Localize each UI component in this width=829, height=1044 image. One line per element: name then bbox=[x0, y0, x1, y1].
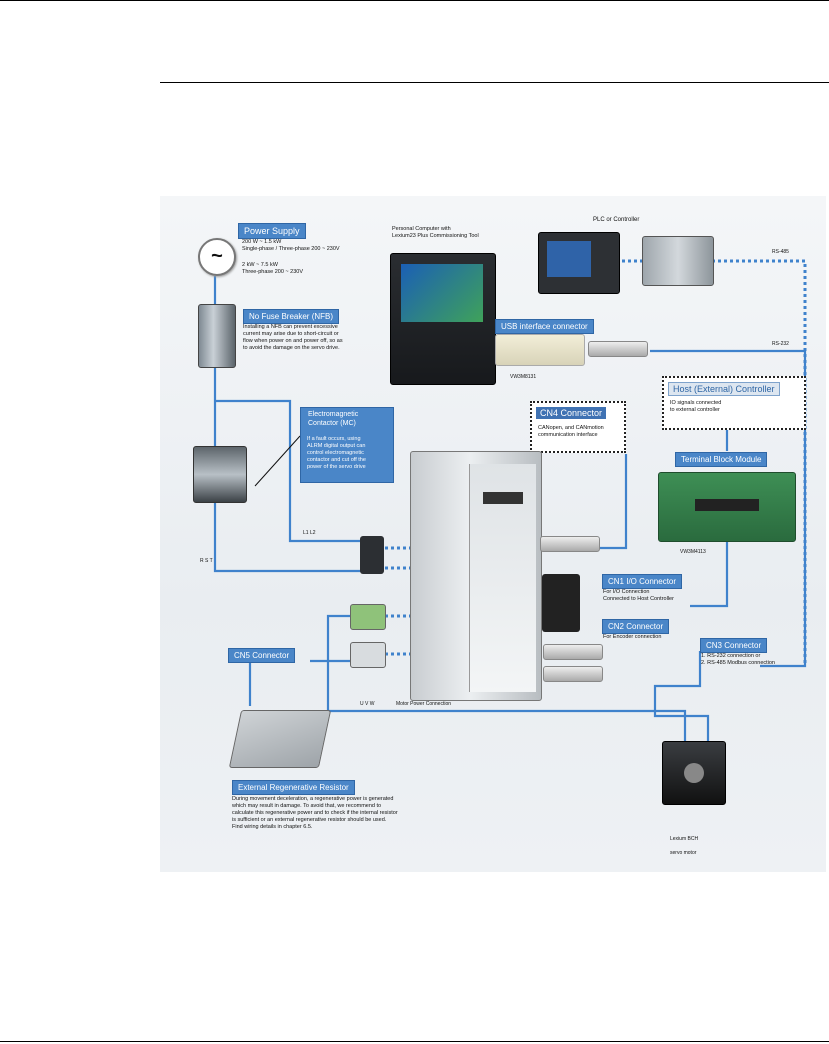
laptop-screen bbox=[401, 264, 483, 322]
uvw-label: U V W bbox=[360, 701, 375, 707]
usb-part-number: VW3M8131 bbox=[510, 374, 537, 380]
cn1-label: CN1 I/O Connector bbox=[602, 574, 683, 589]
servo-motor-icon bbox=[662, 741, 726, 805]
cn4-text: CANopen, and CANmotion communication int… bbox=[538, 425, 604, 438]
motor-shaft bbox=[684, 763, 704, 783]
uvw-connector-icon bbox=[350, 604, 386, 630]
motor-power-label: Motor Power Connection bbox=[396, 701, 452, 707]
wire-mc-rst bbox=[213, 501, 365, 573]
l1l2-label: L1 L2 bbox=[303, 530, 316, 536]
power-supply-spec-1: 200 W ~ 1.5 kW Single-phase / Three-phas… bbox=[242, 239, 340, 252]
contactor-icon bbox=[193, 446, 247, 503]
rs485-label: RS-485 bbox=[772, 249, 789, 255]
host-controller-text: IO signals connected to external control… bbox=[670, 400, 722, 413]
mc-title: Electromagnetic Contactor (MC) bbox=[308, 411, 359, 427]
usb-converter-icon bbox=[495, 334, 585, 366]
callout-mc-arrow bbox=[254, 435, 301, 487]
cn4-plug-icon bbox=[540, 536, 600, 552]
terminal-block-part: VW3M4113 bbox=[680, 549, 706, 555]
cn5-label: CN5 Connector bbox=[228, 648, 296, 663]
circuit-breaker-icon bbox=[198, 304, 236, 368]
wire-nfb-l1l2 bbox=[215, 399, 365, 543]
power-supply-spec-2: 2 kW ~ 7.5 kW Three-phase 200 ~ 230V bbox=[242, 262, 304, 275]
terminal-block-connector bbox=[695, 499, 759, 511]
motor-label-line2: servo motor bbox=[670, 850, 697, 856]
mc-description: If a fault occurs, using ALRM digital ou… bbox=[307, 436, 366, 470]
usb-label: USB interface connector bbox=[495, 319, 594, 334]
host-controller-box: Host (External) Controller IO signals co… bbox=[662, 376, 806, 430]
hmi-screen bbox=[547, 241, 591, 277]
rs232-label: RS-232 bbox=[772, 341, 789, 347]
wire-cn2-motor bbox=[653, 651, 710, 741]
cn1-description: For I/O Connection Connected to Host Con… bbox=[603, 589, 674, 602]
cn2-description: For Encoder connection bbox=[603, 634, 662, 640]
nfb-description: Installing a NFB can prevent excessive c… bbox=[243, 324, 343, 351]
regen-resistor-icon bbox=[228, 710, 332, 768]
servo-drive-icon bbox=[410, 451, 542, 701]
section-rule bbox=[160, 82, 829, 83]
drive-display bbox=[483, 492, 523, 504]
power-supply-icon: ~ bbox=[198, 238, 236, 276]
l1l2-connector-icon bbox=[360, 536, 384, 574]
host-controller-title: Host (External) Controller bbox=[668, 382, 780, 396]
top-rule bbox=[0, 0, 829, 1]
plc-rack-icon bbox=[642, 236, 714, 286]
regen-label: External Regenerative Resistor bbox=[232, 780, 355, 795]
terminal-block-icon bbox=[658, 472, 796, 542]
cn3-label: CN3 Connector bbox=[700, 638, 768, 653]
cn2-plug-icon bbox=[543, 644, 603, 660]
pc-title: Personal Computer with Lexium23 Plus Com… bbox=[392, 226, 479, 239]
cn1-connector-icon bbox=[542, 574, 580, 632]
regen-description: During movement deceleration, a regenera… bbox=[232, 796, 398, 830]
cn4-title: CN4 Connector bbox=[536, 407, 607, 419]
wire-terminal-cn1 bbox=[690, 541, 729, 608]
laptop-icon bbox=[390, 253, 496, 385]
plc-title: PLC or Controller bbox=[593, 217, 640, 223]
cn3-plug-icon bbox=[543, 666, 603, 682]
cn5-connector-icon bbox=[350, 642, 386, 668]
cn4-box: CN4 Connector CANopen, and CANmotion com… bbox=[530, 401, 626, 453]
rst-label: R S T bbox=[200, 558, 213, 564]
wire-cn4 bbox=[600, 454, 628, 550]
bottom-rule bbox=[0, 1041, 829, 1042]
usb-cable-plug-icon bbox=[588, 341, 648, 357]
motor-label-line1: Lexium BCH bbox=[670, 836, 699, 842]
mc-callout-box bbox=[300, 407, 394, 483]
hmi-panel-icon bbox=[538, 232, 620, 294]
wiring-diagram: ~ Power Supply 200 W ~ 1.5 kW Single-pha… bbox=[160, 196, 826, 872]
cn3-description: 1. RS-232 connection or 2. RS-485 Modbus… bbox=[701, 653, 775, 666]
power-supply-label: Power Supply bbox=[238, 223, 306, 239]
cn2-label: CN2 Connector bbox=[602, 619, 670, 634]
terminal-block-label: Terminal Block Module bbox=[675, 452, 768, 467]
nfb-label: No Fuse Breaker (NFB) bbox=[243, 309, 340, 324]
wire-usb-drive bbox=[650, 349, 807, 668]
